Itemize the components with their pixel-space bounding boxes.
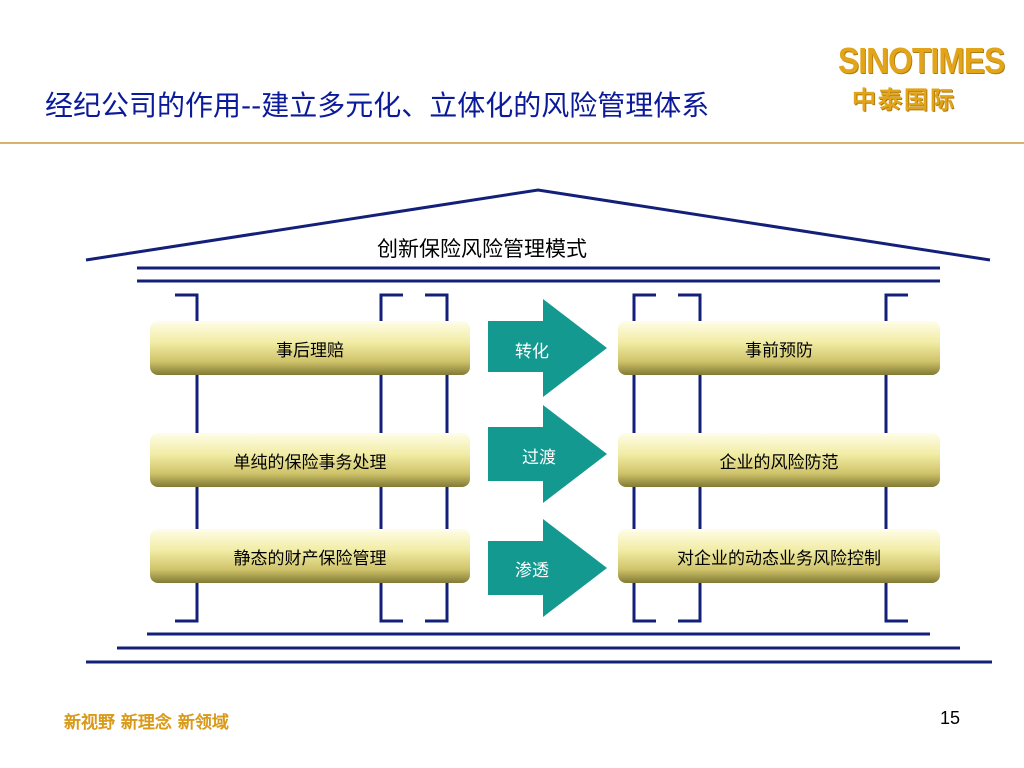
- left-box-2: 单纯的保险事务处理: [150, 433, 470, 487]
- left-box-1: 事后理赔: [150, 321, 470, 375]
- logo-text-en: SINOTIMES: [838, 40, 1005, 81]
- roof-label: 创新保险风险管理模式: [377, 237, 587, 261]
- logo-text-cn: 中泰国际: [852, 85, 956, 114]
- arrow-label-1: 转化: [515, 342, 549, 362]
- left-box-3: 静态的财产保险管理: [150, 529, 470, 583]
- right-box-3: 对企业的动态业务风险控制: [618, 529, 940, 583]
- title-divider: [0, 142, 1024, 144]
- slide-title: 经纪公司的作用--建立多元化、立体化的风险管理体系: [45, 89, 710, 122]
- page-number: 15: [940, 708, 961, 728]
- arrow-shape-3: [488, 519, 607, 617]
- roof-outline: [85, 188, 991, 262]
- arrow-label-2: 过渡: [522, 448, 556, 468]
- right-box-1: 事前预防: [618, 321, 940, 375]
- arrow-shape-1: [488, 299, 607, 397]
- arrow-shape-2: [488, 405, 607, 503]
- arrow-label-3: 渗透: [515, 561, 549, 581]
- footer-slogan: 新视野 新理念 新领域: [64, 713, 229, 733]
- right-box-2: 企业的风险防范: [618, 433, 940, 487]
- sinotimes-logo: SINOTIMES 中泰国际: [828, 40, 1005, 114]
